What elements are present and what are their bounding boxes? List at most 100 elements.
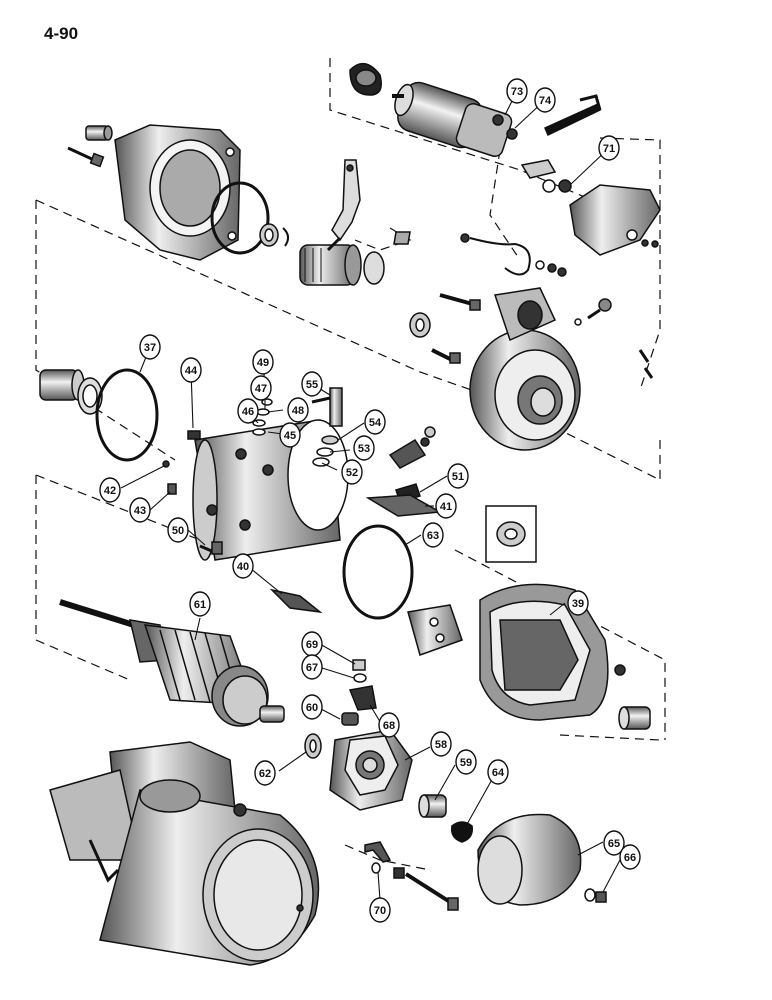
callout-circle — [301, 654, 323, 680]
callout-68: 68 — [378, 712, 400, 738]
callout-circle — [341, 459, 363, 485]
callout-label: 63 — [427, 530, 439, 542]
callout-label: 70 — [374, 905, 386, 917]
callout-circle — [364, 409, 386, 435]
callout-circle — [619, 844, 641, 870]
callout-circle — [139, 334, 161, 360]
callout-circle — [232, 553, 254, 579]
callout-circle — [254, 760, 276, 786]
callout-label: 65 — [608, 838, 620, 850]
callout-circle — [487, 759, 509, 785]
callout-42: 42 — [99, 477, 121, 503]
callout-label: 67 — [306, 662, 318, 674]
drive-washer — [259, 223, 289, 247]
callout-circle — [99, 477, 121, 503]
callout-65: 65 — [603, 830, 625, 856]
boot-cap — [349, 62, 382, 96]
callout-40: 40 — [232, 553, 254, 579]
callout-label: 73 — [511, 86, 523, 98]
callout-41: 41 — [435, 493, 457, 519]
callout-48: 48 — [287, 397, 309, 423]
brush-holder — [329, 729, 413, 811]
callout-label: 58 — [435, 739, 447, 751]
callout-label: 42 — [104, 485, 116, 497]
callout-label: 61 — [194, 599, 206, 611]
callout-label: 49 — [257, 357, 269, 369]
nut-washer-66 — [584, 888, 607, 903]
callout-49: 49 — [252, 349, 274, 375]
callout-circle — [603, 830, 625, 856]
bushing — [85, 125, 113, 141]
solenoid-bracket-parts — [520, 159, 572, 193]
field-coil-block — [407, 604, 463, 656]
callouts: 7374713744494748464555545352424351416350… — [99, 78, 641, 923]
callout-46: 46 — [237, 398, 259, 424]
callout-59: 59 — [455, 749, 477, 775]
callout-label: 53 — [358, 443, 370, 455]
callout-label: 37 — [144, 342, 156, 354]
callout-circle — [422, 522, 444, 548]
bushing-right — [618, 706, 651, 730]
screw-50 — [199, 541, 223, 555]
callout-43: 43 — [129, 497, 151, 523]
callout-60: 60 — [301, 694, 323, 720]
o-ring-37 — [95, 368, 159, 462]
callout-label: 45 — [284, 430, 296, 442]
callout-label: 54 — [369, 417, 382, 429]
fork-pin — [393, 231, 411, 245]
callout-circle — [167, 517, 189, 543]
bolt-small — [67, 146, 105, 168]
callout-label: 50 — [172, 525, 184, 537]
callout-47: 47 — [250, 375, 272, 401]
callout-label: 62 — [259, 768, 271, 780]
callout-73: 73 — [506, 78, 528, 104]
callout-label: 44 — [185, 365, 198, 377]
callout-label: 46 — [242, 406, 254, 418]
callout-label: 55 — [306, 379, 318, 391]
frame-housing — [192, 419, 349, 561]
callout-label: 48 — [292, 405, 304, 417]
callout-44: 44 — [180, 357, 202, 383]
callout-label: 69 — [306, 639, 318, 651]
solenoid-body — [392, 81, 518, 158]
callout-circle — [378, 712, 400, 738]
field-coils — [479, 583, 626, 721]
bolt-short — [431, 348, 461, 364]
screw-43 — [162, 460, 177, 495]
callout-71: 71 — [598, 135, 620, 161]
drive-pinion — [299, 244, 385, 286]
callout-45: 45 — [279, 422, 301, 448]
callout-circle — [180, 357, 202, 383]
callout-label: 47 — [255, 383, 267, 395]
shift-fork — [326, 159, 361, 252]
callout-label: 41 — [440, 501, 452, 513]
callout-circle — [353, 435, 375, 461]
callout-circle — [598, 135, 620, 161]
callout-label: 68 — [383, 720, 395, 732]
terminal-clip — [388, 426, 436, 469]
callout-58: 58 — [430, 731, 452, 757]
callout-50: 50 — [167, 517, 189, 543]
callout-label: 59 — [460, 757, 472, 769]
callout-label: 52 — [346, 467, 358, 479]
solenoid-lever — [544, 94, 602, 137]
callout-label: 43 — [134, 505, 146, 517]
callout-label: 66 — [624, 852, 636, 864]
end-cap-65 — [477, 813, 582, 906]
callout-74: 74 — [534, 87, 556, 113]
callout-label: 40 — [237, 561, 249, 573]
callout-circle — [435, 493, 457, 519]
callout-37: 37 — [139, 334, 161, 360]
brush-parts-top — [341, 659, 377, 726]
washer-right — [409, 312, 431, 338]
callout-70: 70 — [369, 897, 391, 923]
callout-61: 61 — [189, 591, 211, 617]
cable-assembly — [460, 233, 567, 277]
end-bushing — [39, 369, 103, 415]
armature — [59, 599, 285, 727]
callout-67: 67 — [301, 654, 323, 680]
callout-circle — [506, 78, 528, 104]
callout-circle — [301, 694, 323, 720]
